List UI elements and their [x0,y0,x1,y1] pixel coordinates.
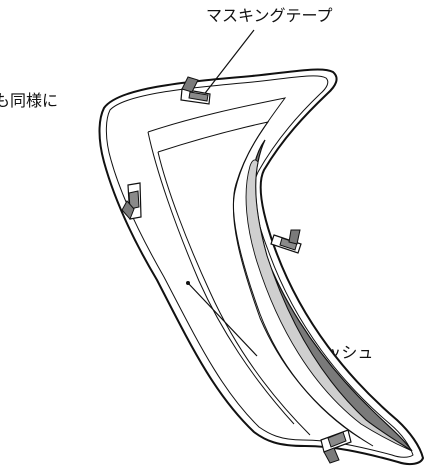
contour-line-4 [157,151,311,436]
contour-line-1 [147,97,361,439]
garnish-leader [187,282,258,357]
masking-tape-label: マスキングテープ [206,6,333,25]
masking-tape-bottom [320,429,352,464]
garnish-light-strip [245,159,413,452]
same-procedure-label: も同様に [0,91,59,110]
contour-line-3 [147,131,295,425]
masking-tape-right [270,229,302,254]
garnish-leader-dot [186,281,190,285]
masking-tape-left [121,182,142,220]
masking-tape-top [180,76,211,105]
contour-line-2 [157,121,374,447]
masking-tape-leader [198,29,255,102]
garnish-inner-outline [105,75,414,458]
